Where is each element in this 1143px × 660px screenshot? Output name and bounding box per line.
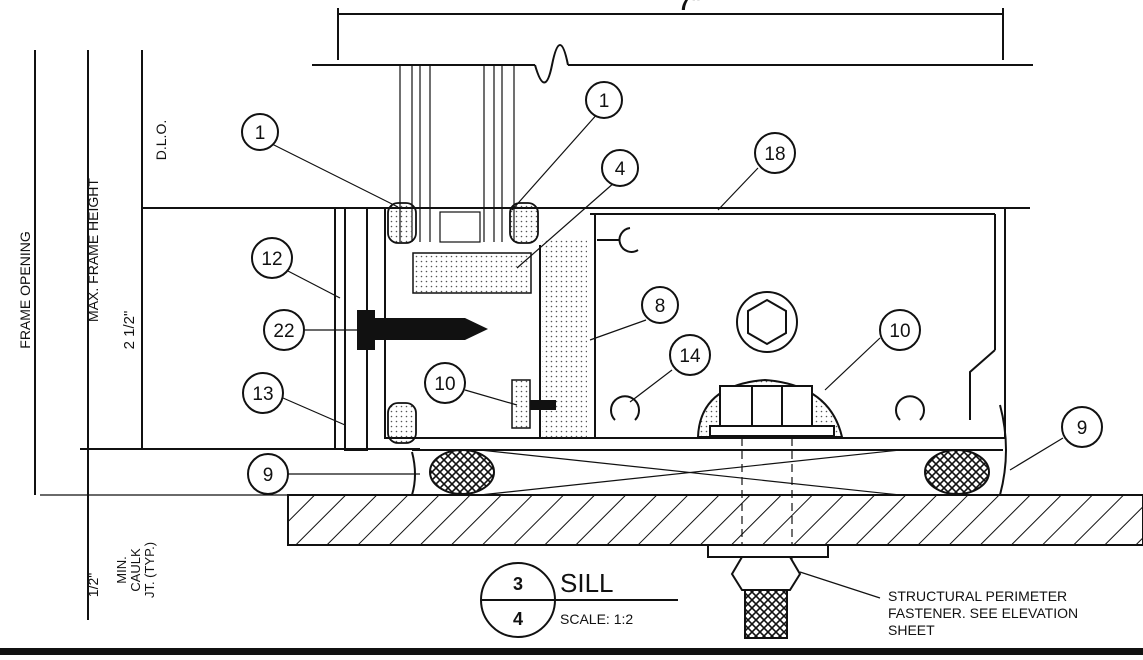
- callout-8: 8: [641, 286, 679, 324]
- fastener-note: STRUCTURAL PERIMETER FASTENER. SEE ELEVA…: [888, 588, 1078, 638]
- callout-10a-label: 10: [434, 374, 455, 395]
- callout-22-label: 22: [273, 321, 294, 342]
- anchor-screw: [357, 310, 488, 350]
- top-dimension-label: 7": [679, 0, 702, 15]
- note-line-2: FASTENER. SEE ELEVATION: [888, 605, 1078, 621]
- callout-12: 12: [251, 237, 293, 279]
- callout-14: 14: [669, 334, 711, 376]
- title-block: 3 4 SILL SCALE: 1:2: [480, 562, 678, 638]
- callout-4: 4: [601, 149, 639, 187]
- callout-8-label: 8: [655, 296, 666, 317]
- callout-13-label: 13: [252, 384, 273, 405]
- note-line-3: SHEET: [888, 622, 935, 638]
- min-caulk-line2: CAULK: [128, 548, 143, 592]
- min-caulk-line1: MIN.: [114, 556, 129, 583]
- callout-1a-label: 1: [255, 123, 266, 144]
- callout-10a: 10: [424, 362, 466, 404]
- callout-18: 18: [754, 132, 796, 174]
- sheet-number: 4: [513, 609, 523, 629]
- half-inch-label: 1/2": [85, 573, 101, 597]
- callout-1b: 1: [585, 81, 623, 119]
- detail-title: SILL: [560, 568, 614, 598]
- hex-bolt-head: [736, 291, 798, 353]
- callout-13: 13: [242, 372, 284, 414]
- concrete-substrate: [287, 494, 1143, 546]
- weep-clips: [412, 395, 1003, 496]
- gaskets: [387, 202, 539, 444]
- structural-bolt: [696, 378, 844, 639]
- callout-10b-label: 10: [889, 321, 910, 342]
- callout-9a-label: 9: [263, 465, 274, 486]
- backer-rods: [411, 404, 1007, 496]
- min-caulk-line3: JT. (TYP.): [142, 542, 157, 598]
- callout-4-label: 4: [615, 159, 626, 180]
- callout-9b: 9: [1061, 406, 1103, 448]
- callout-1a: 1: [241, 113, 279, 151]
- two-half-label: 2 1/2": [121, 311, 138, 350]
- callout-9a: 9: [247, 453, 289, 495]
- glass-unit: [399, 65, 515, 243]
- callout-18-label: 18: [764, 144, 785, 165]
- frame-opening-label: FRAME OPENING: [17, 231, 33, 348]
- glass-break-line: [312, 44, 1033, 84]
- dlo-label: D.L.O.: [153, 120, 169, 160]
- bottom-border: [0, 648, 1143, 655]
- callout-12-label: 12: [261, 249, 282, 270]
- sill-frame-profile: [334, 207, 1006, 451]
- max-frame-height-label: MAX. FRAME HEIGHT: [85, 178, 101, 322]
- callout-14-label: 14: [679, 346, 701, 367]
- callout-22: 22: [263, 309, 305, 351]
- detail-scale: SCALE: 1:2: [560, 611, 633, 627]
- top-dimension: 7": [337, 0, 1004, 60]
- callout-10b: 10: [879, 309, 921, 351]
- callout-9b-label: 9: [1077, 418, 1088, 439]
- callout-1b-label: 1: [599, 91, 610, 112]
- callout-leaders: [267, 111, 1064, 599]
- note-line-1: STRUCTURAL PERIMETER: [888, 588, 1067, 604]
- detail-number: 3: [513, 574, 523, 594]
